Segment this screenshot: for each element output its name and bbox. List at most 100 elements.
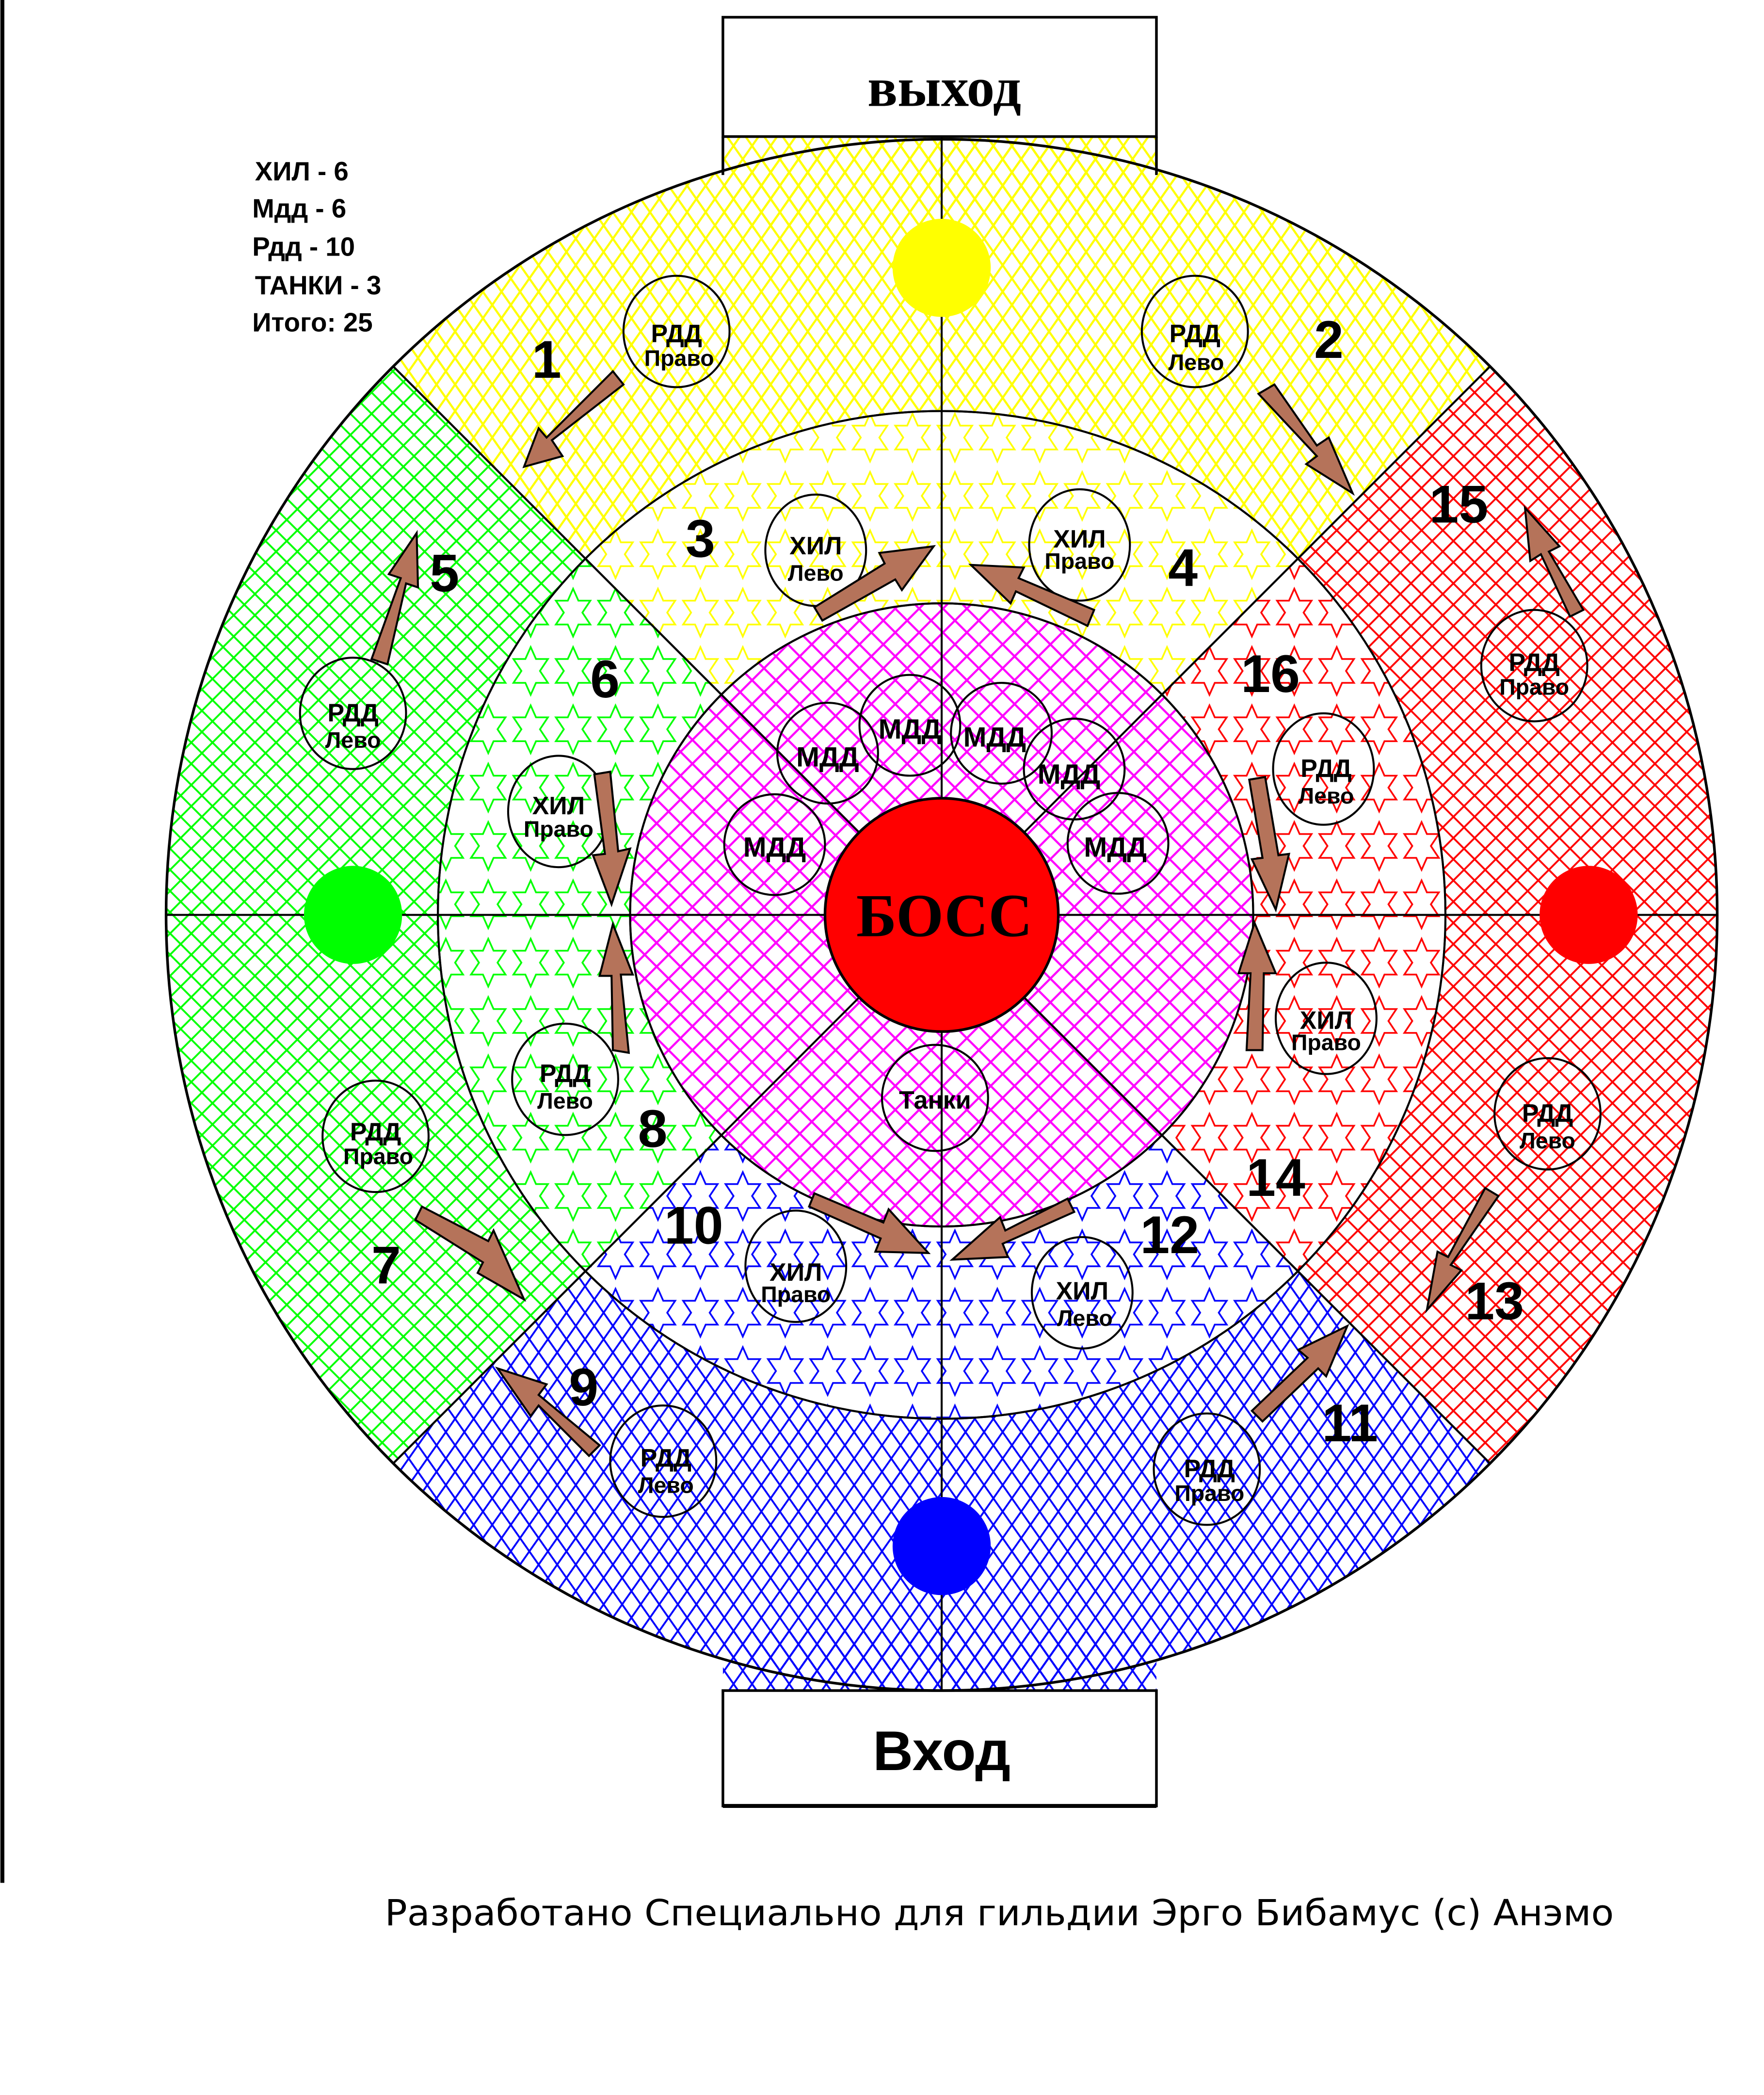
yellow-marker [892,219,991,317]
arrow-icon [1250,1323,1349,1423]
svg-text:Право: Право [1499,675,1569,700]
svg-text:МДД: МДД [1084,832,1147,863]
svg-text:Право: Право [761,1282,831,1307]
mdd-token: МДД [1023,717,1126,821]
blue-marker [892,1497,991,1595]
legend-line: Рдд - 10 [252,232,355,262]
svg-text:Лево: Лево [638,1473,694,1498]
arrow-icon [949,1197,1076,1261]
svg-text:Право: Право [644,346,714,371]
zone-number: 15 [1429,475,1489,534]
arrow-icon [592,770,632,907]
zone-number: 5 [430,544,459,603]
arrow-icon [813,545,936,622]
zone-number: 3 [686,509,715,568]
red-marker [1539,866,1638,964]
mdd-token: МДД [776,702,879,805]
boss: БОСС [823,797,1060,1033]
svg-text:РДД: РДД [1509,648,1560,677]
legend-line: ТАНКИ - 3 [255,270,382,300]
svg-text:РДД: РДД [327,699,378,727]
token-zone-2: РДД Лево [1140,274,1249,388]
entrance-label: Вход [873,1720,1010,1782]
svg-text:ХИЛ: ХИЛ [1053,525,1106,553]
zone-number: 16 [1241,645,1300,704]
token-zone-12: ХИЛ Лево [1030,1236,1134,1350]
token-zone-1: РДД Право [622,274,731,388]
token-zone-13: РДД Лево [1493,1057,1602,1171]
token-zone-11: РДД Право [1153,1412,1261,1526]
mdd-token: МДД [1066,791,1170,895]
arrow-icon [1248,775,1291,913]
mdd-token: МДД [858,674,962,777]
svg-text:РДД: РДД [1300,755,1351,783]
arena-outline [164,138,1719,1692]
svg-text:РДД: РДД [1522,1099,1573,1128]
mdd-group: МДД МДД МДД МДД МДД МДД Танки [723,674,1170,1152]
mdd-token: МДД [950,682,1053,785]
token-zone-4: ХИЛ Право [1028,488,1131,602]
zone-number: 13 [1465,1272,1524,1331]
page-edge-bar [0,0,4,1883]
svg-text:МДД: МДД [796,741,859,773]
svg-text:МДД: МДД [1038,759,1101,790]
zone-number: 4 [1168,539,1198,598]
legend-line: Итого: 25 [252,307,372,338]
role-count-legend: ХИЛ - 6 Мдд - 6 Рдд - 10 ТАНКИ - 3 Итого… [252,156,381,338]
zone-number: 7 [371,1236,401,1295]
token-zone-14: ХИЛ Право [1275,961,1378,1075]
svg-text:Право: Право [343,1144,413,1169]
zone-number: 12 [1140,1206,1199,1265]
token-zone-9: РДД Лево [609,1404,718,1518]
token-zone-15: РДД Право [1480,609,1588,723]
svg-text:Лево: Лево [1057,1305,1113,1331]
arrow-icon [807,1192,931,1254]
arrow-icon [414,1205,527,1302]
arrow-icon [598,921,634,1054]
svg-text:Лево: Лево [1299,783,1354,808]
svg-text:Лево: Лево [1520,1128,1575,1153]
boss-label: БОСС [856,882,1032,950]
arrow-icon [968,564,1096,628]
svg-text:Право: Право [1291,1030,1361,1055]
svg-text:РДД: РДД [1170,320,1220,348]
zone-number: 10 [664,1196,723,1256]
arrow-icon [370,530,419,666]
token-zone-10: ХИЛ Право [744,1209,848,1323]
movement-arrows [370,370,1585,1458]
svg-text:МДД: МДД [743,832,806,863]
svg-text:Право: Право [1174,1481,1244,1506]
mdd-token: МДД [723,793,826,896]
zone-number: 2 [1314,310,1344,370]
zone-number: 14 [1246,1148,1305,1208]
svg-text:Танки: Танки [899,1086,971,1114]
svg-text:Лево: Лево [325,727,381,753]
svg-text:Право: Право [524,816,593,841]
zone-number: 9 [569,1358,598,1417]
token-zone-16: РДД Лево [1272,712,1375,826]
zone-number: 8 [638,1099,668,1159]
arrow-icon [1257,383,1355,496]
arrow-icon [1523,505,1585,618]
arrow-icon [522,370,625,468]
arrow-icon [495,1366,601,1458]
svg-text:Право: Право [1044,548,1114,574]
svg-text:МДД: МДД [879,714,942,745]
legend-line: ХИЛ - 6 [255,156,349,186]
svg-text:ХИЛ: ХИЛ [1056,1277,1108,1305]
svg-text:РДД: РДД [1184,1455,1235,1483]
footer-credit: Разработано Специально для гильдии Эрго … [385,1892,1614,1934]
svg-text:РДД: РДД [641,1444,691,1472]
arrow-icon [1425,1186,1500,1314]
token-zone-8: РДД Лево [511,1022,619,1136]
svg-text:Лево: Лево [1169,350,1224,375]
token-zone-7: РДД Право [321,1080,430,1193]
tanks-token: Танки [881,1044,989,1152]
svg-text:РДД: РДД [350,1118,401,1146]
svg-text:Лево: Лево [537,1088,593,1113]
svg-text:РДД: РДД [651,320,702,348]
svg-text:ХИЛ: ХИЛ [532,792,585,820]
exit-label: выход [867,57,1021,118]
svg-text:ХИЛ: ХИЛ [789,532,842,560]
